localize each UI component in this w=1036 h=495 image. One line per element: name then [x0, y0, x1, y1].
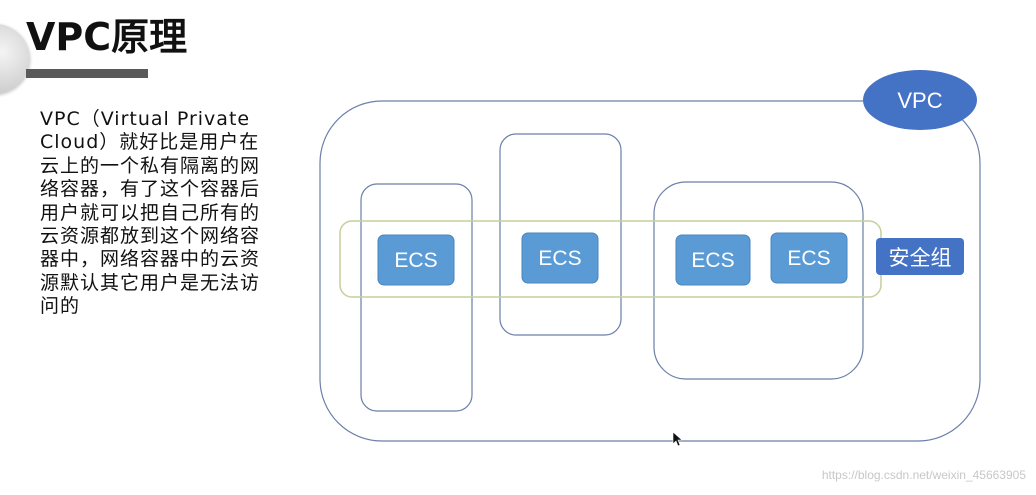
ecs-node-1: ECS: [377, 234, 455, 286]
mouse-cursor-icon: [672, 431, 683, 447]
vpc-badge: VPC: [863, 70, 977, 130]
ecs-label-3: ECS: [691, 249, 734, 272]
vpc-badge-label: VPC: [897, 88, 942, 113]
security-group-label: 安全组: [889, 246, 952, 270]
subnet-box-2: [499, 133, 622, 336]
watermark-url: https://blog.csdn.net/weixin_45663905: [821, 468, 1026, 482]
ecs-label-1: ECS: [394, 249, 437, 272]
title-underline-bar: [26, 69, 148, 78]
security-group-badge: 安全组: [876, 238, 964, 275]
vpc-description: VPC（Virtual Private Cloud）就好比是用户在云上的一个私有…: [40, 108, 261, 318]
subnet-box-3: [653, 181, 864, 380]
slide-title: VPC原理: [26, 15, 188, 59]
ecs-label-4: ECS: [787, 247, 830, 270]
ecs-node-4: ECS: [770, 232, 848, 284]
vpc-container: [319, 100, 981, 442]
ecs-node-3: ECS: [675, 234, 751, 286]
ecs-node-2: ECS: [521, 232, 599, 284]
ecs-label-2: ECS: [538, 247, 581, 270]
